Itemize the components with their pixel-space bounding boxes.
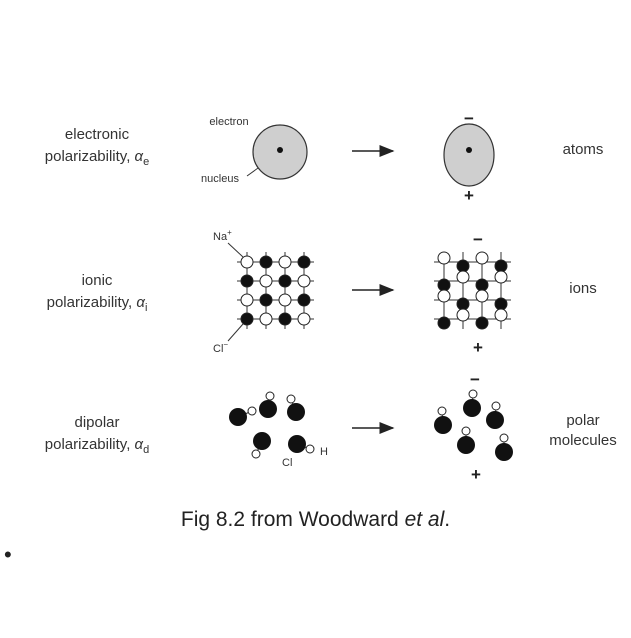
na-ion — [259, 312, 273, 326]
row-label-dipolar-line2: polarizability, αd — [45, 436, 149, 456]
nucleus-dot — [277, 147, 283, 153]
na-ion — [240, 255, 254, 269]
na-ion — [475, 251, 489, 265]
cl-ion — [437, 278, 451, 292]
plus-sign-electronic: + — [464, 186, 474, 205]
chlorine-atom — [486, 411, 504, 429]
cl-ion — [456, 259, 470, 273]
cl-ion — [297, 255, 311, 269]
na-ion — [297, 312, 311, 326]
hydrogen-atom — [437, 406, 447, 416]
cl-ion — [240, 274, 254, 288]
chlorine-atom — [288, 435, 306, 453]
hydrogen-atom — [499, 433, 509, 443]
chlorine-atom — [495, 443, 513, 461]
cl-ion — [240, 312, 254, 326]
row-label-ionic-line2: polarizability, αi — [47, 294, 148, 314]
chlorine-atom — [463, 399, 481, 417]
cl-ion — [494, 297, 508, 311]
result-label-polar: polar — [566, 412, 599, 429]
plus-sign-dipolar: + — [471, 465, 481, 484]
cl-ion — [456, 297, 470, 311]
bullet-point: • — [4, 542, 12, 567]
cl-ion-label: Cl− — [213, 340, 228, 355]
hydrogen-atom — [305, 444, 315, 454]
cl-ion — [278, 312, 292, 326]
ionic-lattice-polarized — [434, 251, 511, 330]
row-label-electronic-line2: polarizability, αe — [45, 148, 149, 168]
result-label-atoms: atoms — [563, 141, 604, 158]
hydrogen-atom — [286, 394, 296, 404]
cl-ion — [475, 316, 489, 330]
chlorine-atom — [457, 436, 475, 454]
na-ion — [494, 308, 508, 322]
chlorine-atom — [287, 403, 305, 421]
polarized-electron-cloud — [443, 123, 495, 187]
na-ion — [494, 270, 508, 284]
cl-ion — [437, 316, 451, 330]
minus-sign-ionic: − — [473, 230, 483, 249]
hydrogen-atom — [265, 391, 275, 401]
molecule-cl-label: Cl — [282, 457, 292, 469]
molecules-aligned — [434, 389, 513, 461]
na-ion — [259, 274, 273, 288]
result-label-ions: ions — [569, 280, 597, 297]
molecules-random-orientation — [229, 391, 315, 459]
cl-ion — [494, 259, 508, 273]
cl-ion — [259, 293, 273, 307]
row-label-dipolar-line1: dipolar — [74, 414, 119, 431]
ionic-lattice-unpolarized — [237, 252, 314, 329]
cl-ion — [475, 278, 489, 292]
chlorine-atom — [434, 416, 452, 434]
result-label-molecules: molecules — [549, 432, 617, 449]
hydrogen-atom — [247, 406, 257, 416]
chlorine-atom — [229, 408, 247, 426]
figure-caption: Fig 8.2 from Woodward et al. — [180, 508, 451, 531]
displaced-nucleus-dot — [466, 147, 472, 153]
electron-label: electron — [209, 116, 248, 128]
hydrogen-atom — [251, 449, 261, 459]
nucleus-label: nucleus — [201, 173, 239, 185]
na-ion — [437, 289, 451, 303]
na-ion-label: Na+ — [213, 228, 232, 243]
na-ion — [278, 255, 292, 269]
hydrogen-atom — [468, 389, 478, 399]
na-ion — [456, 308, 470, 322]
na-ion — [278, 293, 292, 307]
cl-ion — [259, 255, 273, 269]
na-ion — [456, 270, 470, 284]
minus-sign-dipolar: − — [470, 370, 480, 389]
chlorine-atom — [259, 400, 277, 418]
na-pointer-line — [227, 242, 244, 258]
na-ion — [475, 289, 489, 303]
cl-pointer-line — [227, 323, 244, 342]
molecule-h-label: H — [320, 446, 328, 458]
na-ion — [297, 274, 311, 288]
na-ion — [437, 251, 451, 265]
na-ion — [240, 293, 254, 307]
minus-sign-electronic: − — [464, 109, 474, 128]
row-label-ionic-line1: ionic — [82, 272, 113, 289]
hydrogen-atom — [461, 426, 471, 436]
chlorine-atom — [253, 432, 271, 450]
cl-ion — [297, 293, 311, 307]
cl-ion — [278, 274, 292, 288]
row-label-electronic-line1: electronic — [65, 126, 130, 143]
hydrogen-atom — [491, 401, 501, 411]
plus-sign-ionic: + — [473, 338, 483, 357]
